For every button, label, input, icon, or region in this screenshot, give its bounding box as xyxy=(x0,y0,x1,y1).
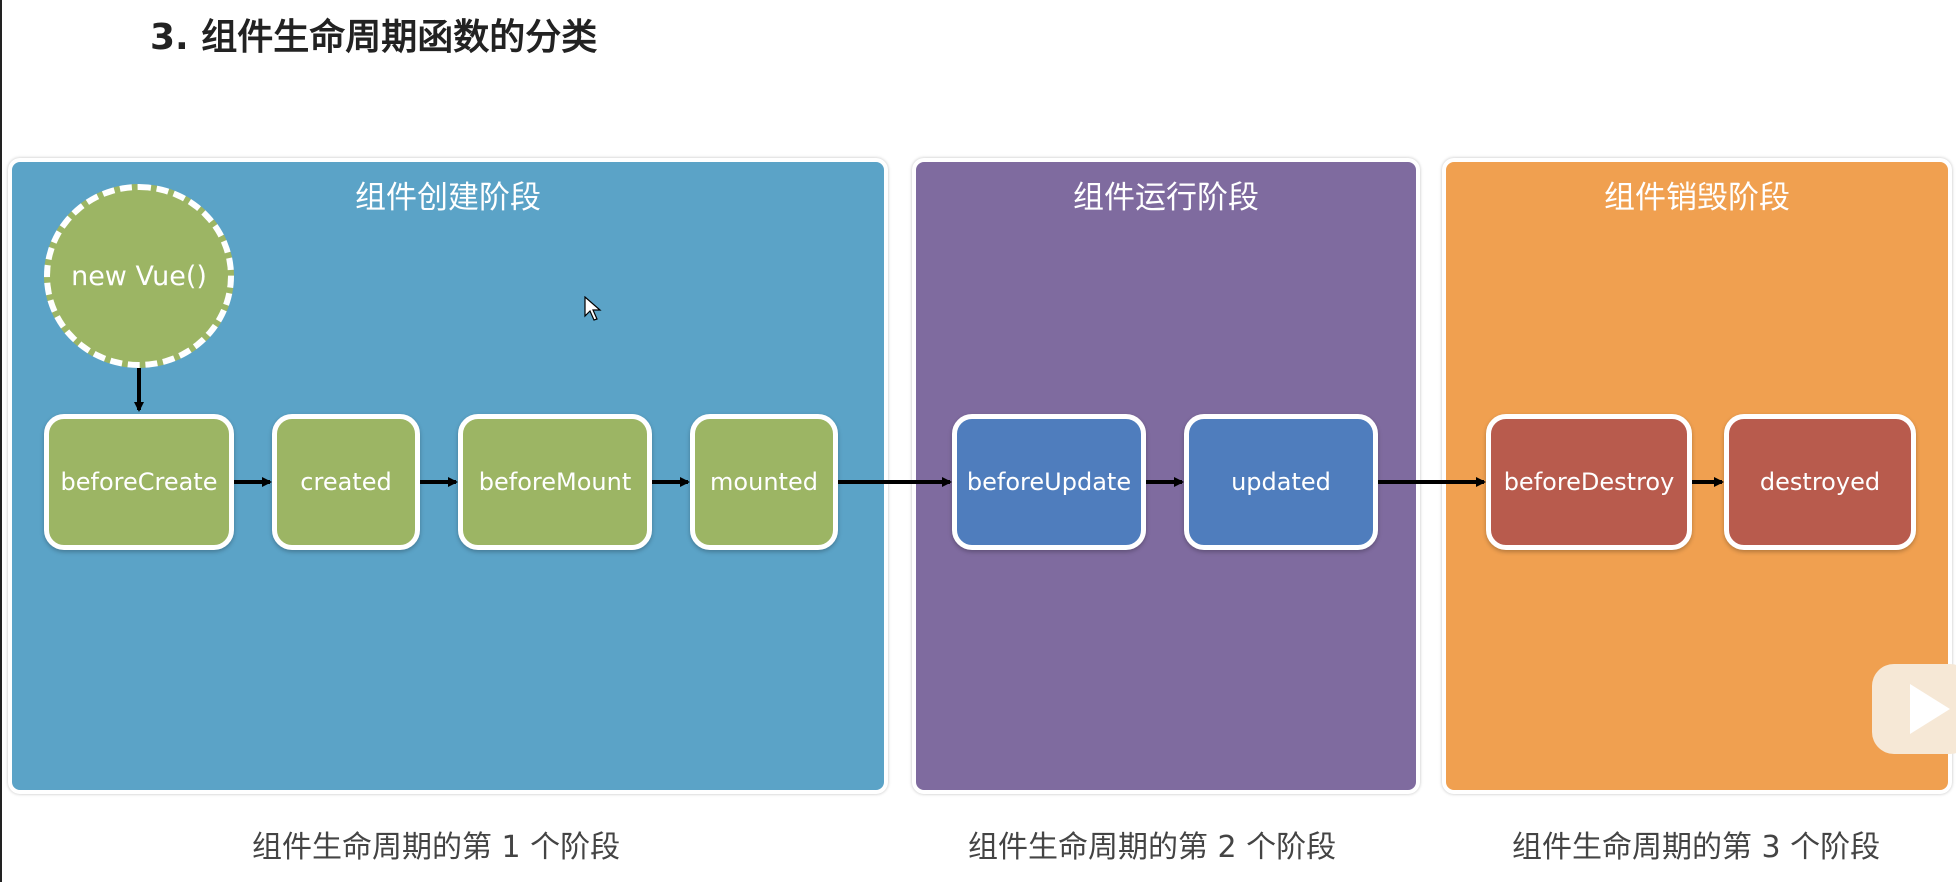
stage-destroy-title: 组件销毁阶段 xyxy=(1604,180,1790,216)
node-label: mounted xyxy=(710,468,818,496)
stage-running-title: 组件运行阶段 xyxy=(1073,180,1259,216)
node-label: created xyxy=(300,468,392,496)
stage-2-caption: 组件生命周期的第 2 个阶段 xyxy=(968,830,1337,865)
stage-1-caption: 组件生命周期的第 1 个阶段 xyxy=(252,830,621,865)
play-triangle-icon xyxy=(1900,661,1950,734)
node-beforecreate: beforeCreate xyxy=(44,414,234,550)
stage-creation-title: 组件创建阶段 xyxy=(355,180,541,216)
node-label: beforeUpdate xyxy=(966,468,1132,496)
node-label: updated xyxy=(1231,468,1331,496)
new-vue-label: new Vue() xyxy=(71,260,207,292)
mouse-cursor-icon xyxy=(584,296,602,321)
node-beforedestroy: beforeDestroy xyxy=(1486,414,1692,550)
node-destroyed: destroyed xyxy=(1724,414,1916,550)
node-beforemount: beforeMount xyxy=(458,414,652,550)
node-updated: updated xyxy=(1184,414,1378,550)
node-beforeupdate: beforeUpdate xyxy=(952,414,1146,550)
left-border-line xyxy=(0,0,2,882)
node-label: destroyed xyxy=(1759,468,1881,496)
stage-3-caption: 组件生命周期的第 3 个阶段 xyxy=(1512,830,1881,865)
node-label: beforeDestroy xyxy=(1503,468,1675,496)
video-play-icon[interactable] xyxy=(1872,661,1956,754)
node-created: created xyxy=(272,414,420,550)
page-title: 3. 组件生命周期函数的分类 xyxy=(150,17,598,58)
node-mounted: mounted xyxy=(690,414,838,550)
new-vue-node: new Vue() xyxy=(44,184,234,368)
node-label: beforeMount xyxy=(478,468,632,496)
node-label: beforeCreate xyxy=(60,468,218,496)
